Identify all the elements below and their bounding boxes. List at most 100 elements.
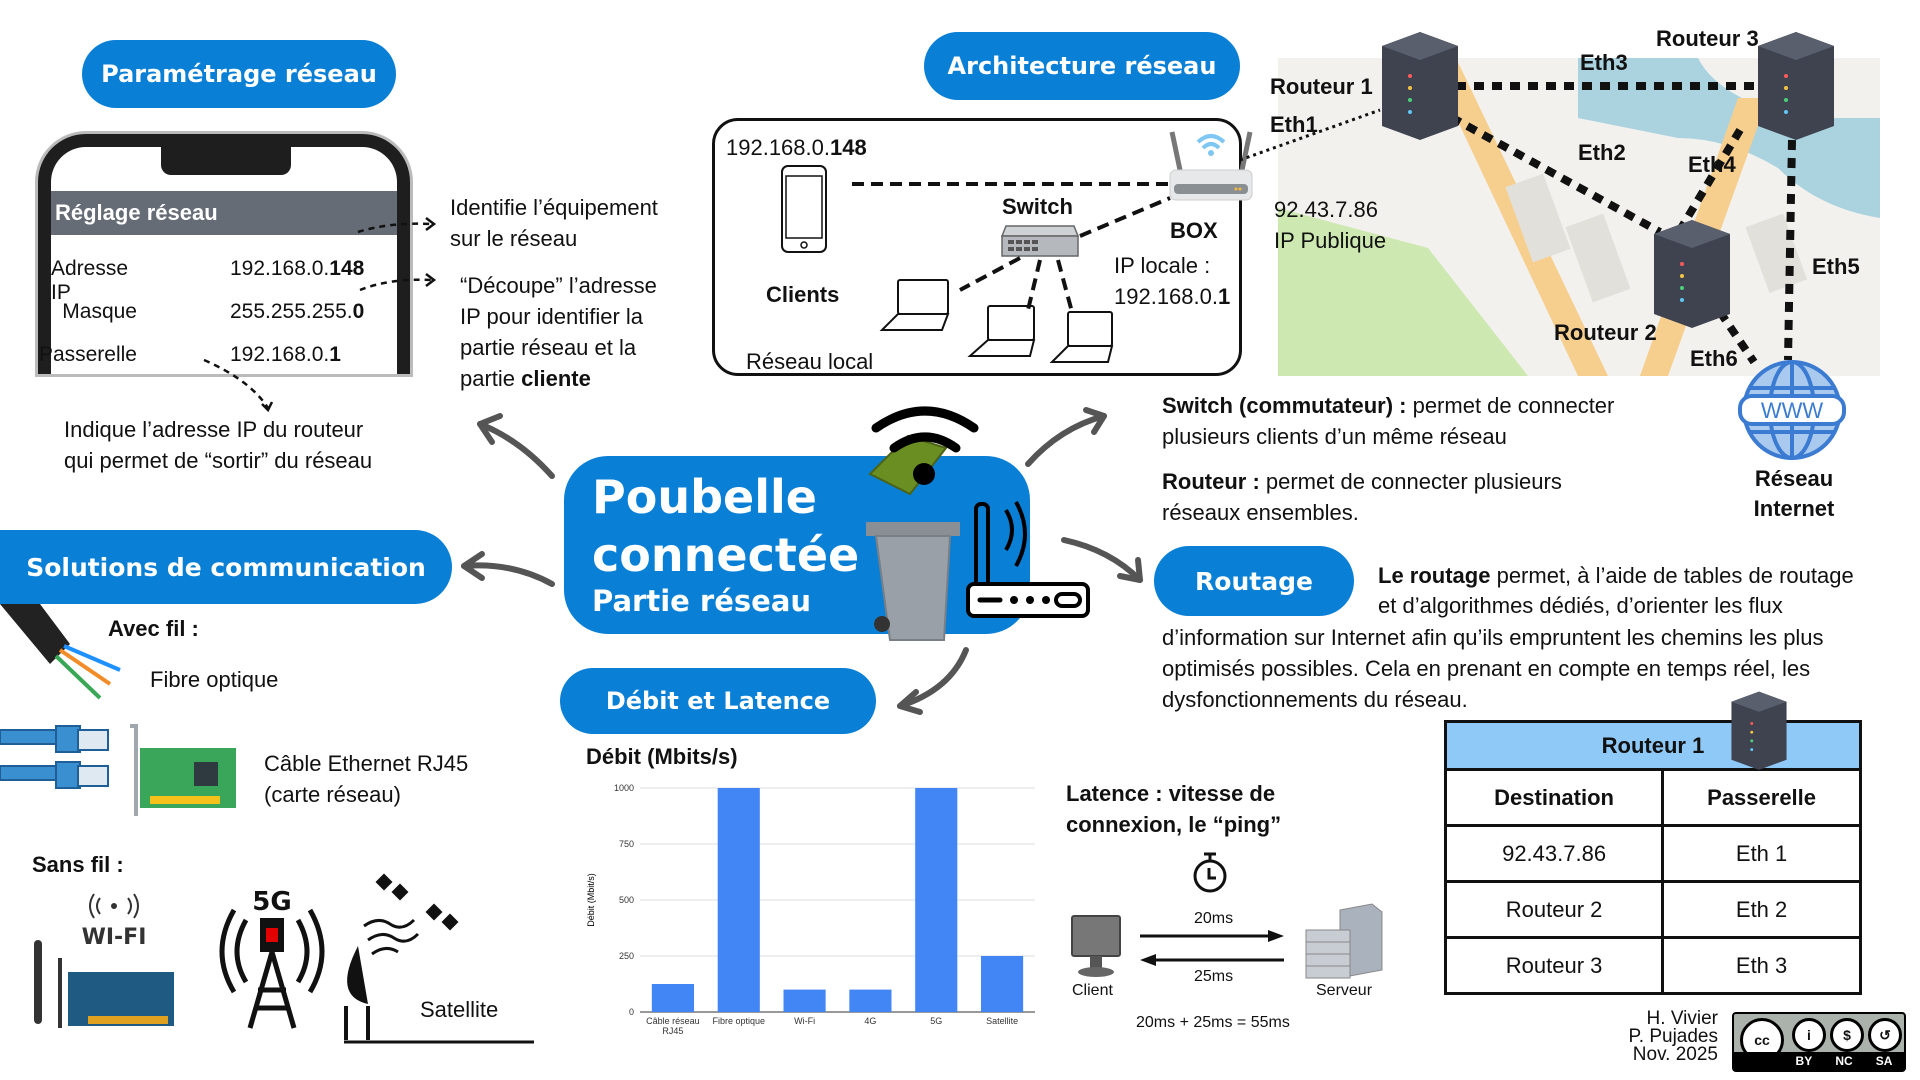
arrow-to-architecture	[1025, 413, 1107, 467]
switch-icon	[1000, 225, 1080, 257]
bar-2	[717, 788, 760, 1012]
eth4-label: Eth4	[1688, 152, 1736, 177]
server-icon	[1305, 903, 1383, 979]
box-ip: IP locale :192.168.0.1	[1114, 253, 1231, 309]
center-title-1: Poubelle	[592, 470, 817, 524]
phone-mock: Réglage réseau Adresse IP 192.168.0.148 …	[38, 134, 410, 374]
x-tick-label: Satellite	[986, 1016, 1018, 1026]
ethernet-cable-icon	[0, 724, 236, 816]
latency-back: 25ms	[1194, 968, 1234, 985]
section-parametrage-label: Paramétrage réseau	[101, 60, 377, 88]
www-text: WWW	[1761, 398, 1824, 423]
section-debit-latence: Débit et Latence	[560, 668, 876, 734]
x-tick-label: 4G	[864, 1016, 876, 1026]
y-tick-label: 0	[629, 1007, 634, 1017]
table-cell: 92.43.7.86	[1443, 824, 1665, 883]
section-solutions-label: Solutions de communication	[26, 552, 426, 582]
x-tick-label: Wi-Fi	[794, 1016, 815, 1026]
x-tick-label: 5G	[930, 1016, 942, 1026]
wired-label: Avec fil :	[108, 616, 199, 641]
arrow-to-parametrage	[477, 421, 555, 479]
section-routage: Routage	[1154, 546, 1354, 616]
table-cell: Routeur 2	[1443, 880, 1665, 939]
routage-text-2: et d’algorithmes dédiés, d’orienter les …	[1378, 593, 1783, 618]
sa-icon: ↺	[1868, 1018, 1902, 1052]
table-cell: Eth 3	[1661, 936, 1862, 995]
phone-row-mask-value: 255.255.255.0	[230, 300, 365, 323]
y-tick-label: 750	[619, 839, 634, 849]
local-network-label: Réseau local	[746, 349, 874, 374]
5g-tower-icon: 5G	[219, 887, 325, 1029]
router-1-label: Routeur 1	[1270, 74, 1373, 99]
phone-row-gw-label: Passerelle	[38, 343, 137, 366]
routing-table-header-gateway: Passerelle	[1661, 768, 1862, 827]
x-tick-label: RJ45	[662, 1026, 683, 1036]
eth2-label: Eth2	[1578, 140, 1626, 165]
y-tick-label: 250	[619, 951, 634, 961]
phone-row-mask-label: Masque	[62, 300, 137, 323]
eth5-label: Eth5	[1812, 254, 1860, 279]
wifi-text: WI-FI	[82, 925, 147, 950]
section-parametrage: Paramétrage réseau	[82, 40, 396, 108]
latency-arrows	[1140, 930, 1284, 966]
switch-definition: Switch (commutateur) : permet de connect…	[1162, 393, 1615, 449]
bar-5	[915, 788, 958, 1012]
table-router-icon	[1731, 691, 1787, 770]
table-cell: Eth 1	[1661, 824, 1862, 883]
server-label: Serveur	[1316, 982, 1373, 999]
phone-row-ip-value: 192.168.0.148	[230, 257, 365, 280]
routing-table-header-destination: Destination	[1443, 768, 1665, 827]
router-2-label: Routeur 2	[1554, 320, 1657, 345]
eth3-label: Eth3	[1580, 50, 1628, 75]
section-solutions: Solutions de communication	[0, 530, 452, 604]
bar-6	[981, 956, 1024, 1012]
center-card	[564, 456, 1030, 634]
routage-text-5: dysfonctionnements du réseau.	[1162, 687, 1468, 712]
client-computer-icon	[1071, 915, 1121, 977]
section-debit-latence-label: Débit et Latence	[605, 687, 831, 715]
phone-header: Réglage réseau	[51, 191, 397, 235]
y-tick-label: 500	[619, 895, 634, 905]
section-architecture-label: Architecture réseau	[947, 52, 1217, 80]
fiveg-text: 5G	[252, 887, 291, 917]
y-tick-label: 1000	[614, 783, 634, 793]
routage-text-4: optimisés possibles. Cela en prenant en …	[1162, 656, 1811, 681]
table-cell: Routeur 3	[1443, 936, 1665, 995]
satellite-dish-icon	[344, 873, 534, 1044]
phone-notch	[161, 145, 291, 175]
stopwatch-icon	[1193, 852, 1227, 893]
section-architecture: Architecture réseau	[924, 32, 1240, 100]
wifi-card-icon: WI-FI	[34, 893, 174, 1028]
arrow-to-routage	[1061, 537, 1143, 583]
box-icon	[1169, 131, 1253, 201]
section-routage-label: Routage	[1195, 566, 1313, 596]
routage-text-3: d’information sur Internet afin qu’ils e…	[1162, 625, 1824, 650]
arrow-to-solutions	[461, 562, 555, 587]
table-cell: Eth 2	[1661, 880, 1862, 939]
routage-text-1: Le routage permet, à l’aide de tables de…	[1378, 563, 1854, 588]
fiber-label: Fibre optique	[150, 667, 279, 692]
local-network-box	[712, 118, 1242, 376]
phone-row-gw-value: 192.168.0.1	[230, 343, 341, 366]
fiber-optic-icon	[0, 604, 121, 700]
wireless-label: Sans fil :	[32, 852, 124, 877]
bar-4	[849, 989, 892, 1012]
smartphone-icon	[781, 165, 827, 253]
arrow-to-debit	[897, 647, 969, 709]
latency-out: 20ms	[1194, 910, 1234, 927]
box-label: BOX	[1170, 218, 1218, 243]
by-icon: i	[1792, 1018, 1826, 1052]
